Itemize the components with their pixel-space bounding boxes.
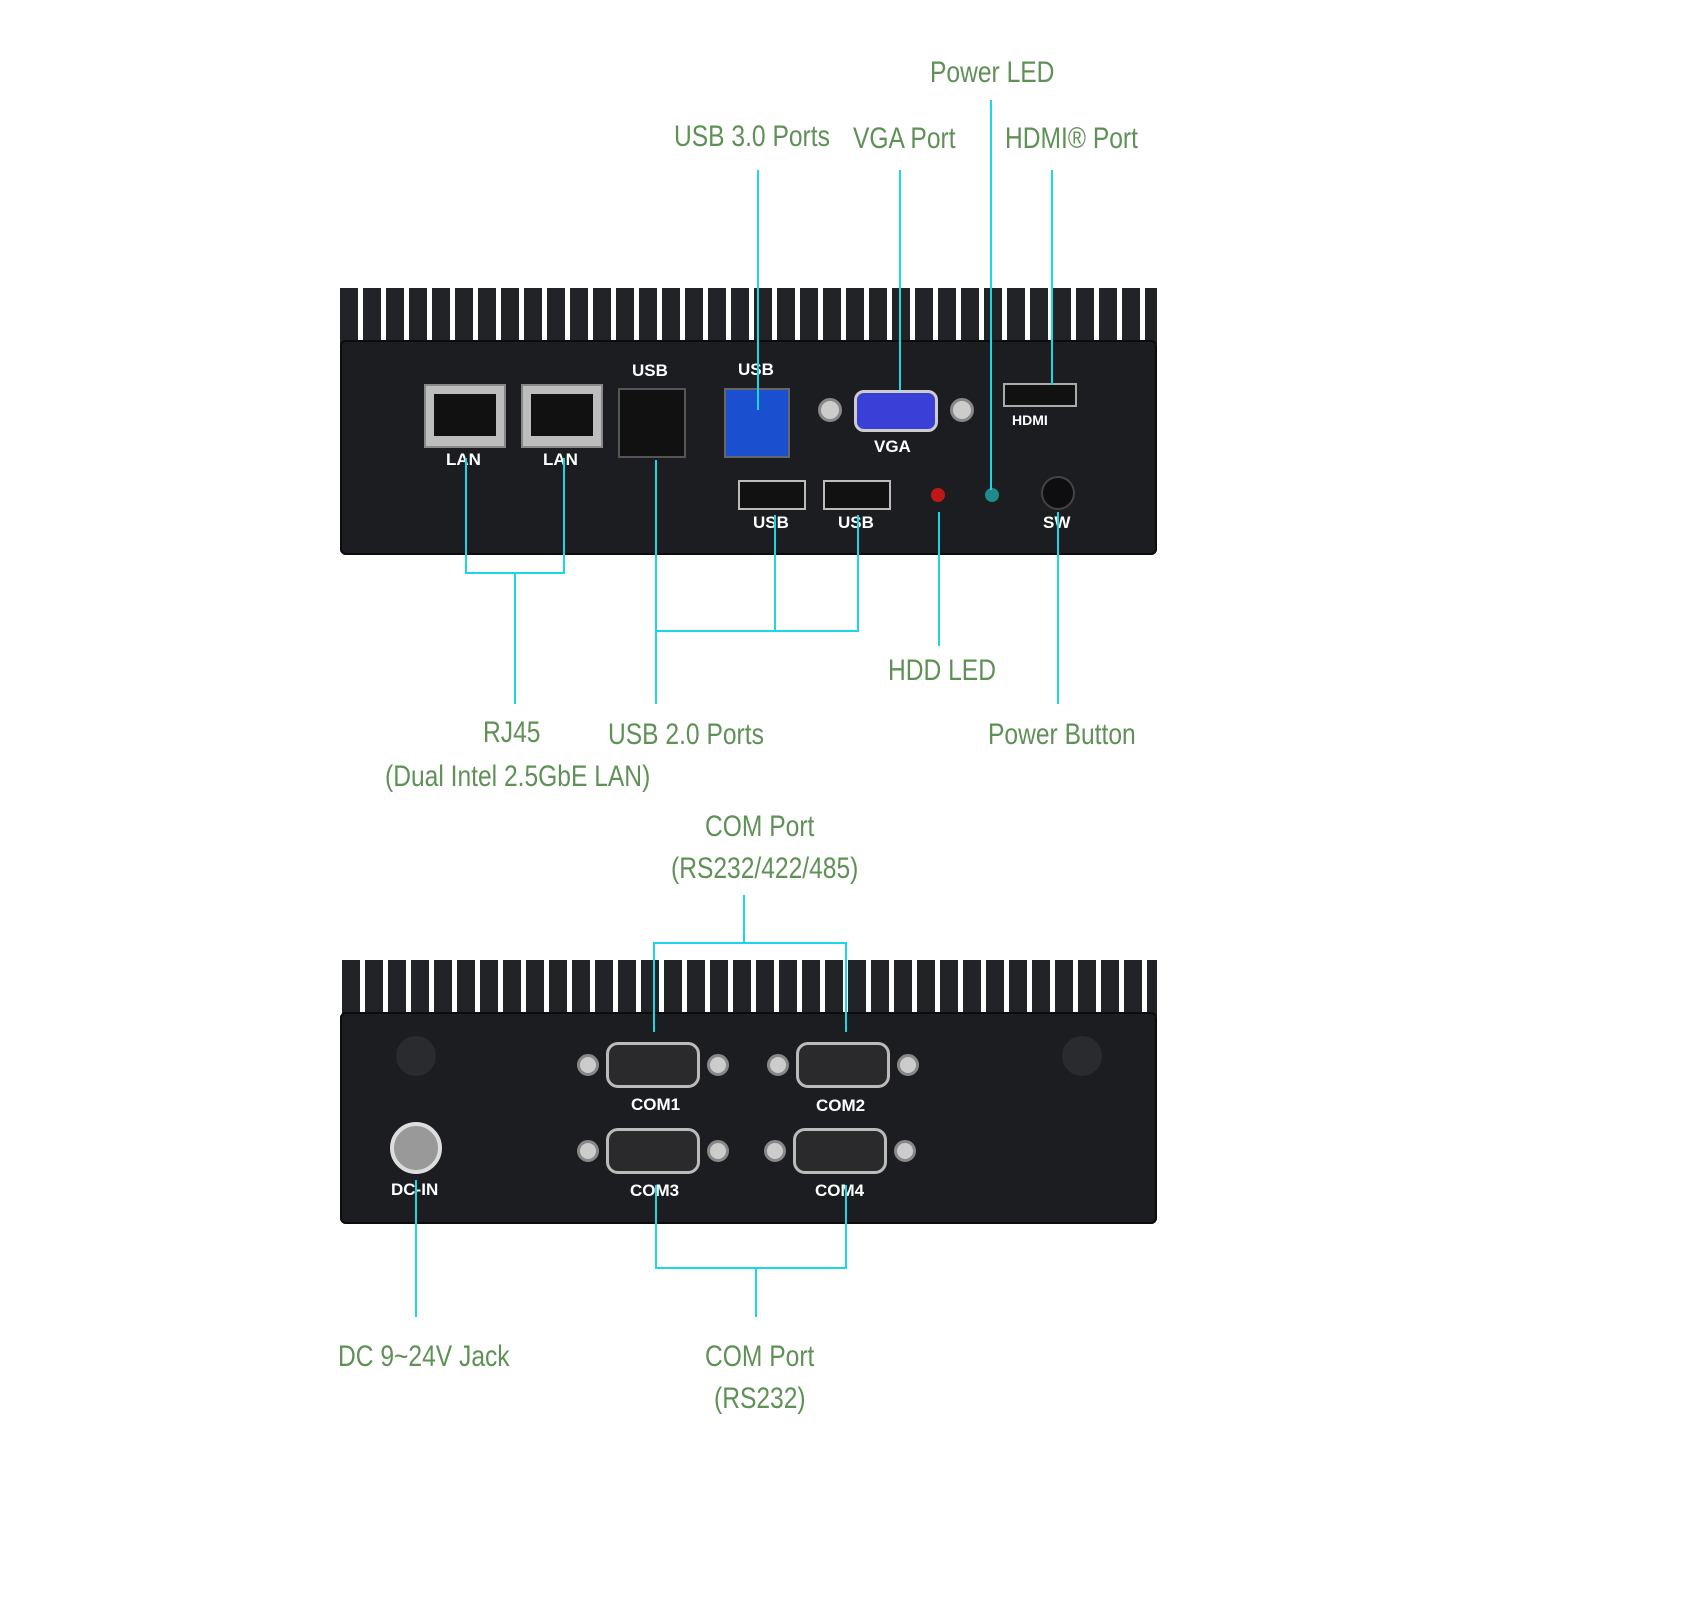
label-com-top-sub: (RS232/422/485) <box>671 852 859 885</box>
com2-port <box>796 1042 890 1088</box>
usb2-stack <box>618 388 686 458</box>
com1-screw-l <box>577 1054 599 1076</box>
label-dc: DC 9~24V Jack <box>338 1340 510 1373</box>
leader-usb20-d <box>857 515 859 632</box>
label-usb30: USB 3.0 Ports <box>674 120 830 153</box>
leader-com2 <box>845 942 847 1032</box>
com1-screw-r <box>707 1054 729 1076</box>
dc-in-label: DC-IN <box>391 1180 438 1200</box>
leader-usb20-a <box>655 460 657 704</box>
label-hdd-led: HDD LED <box>888 654 996 687</box>
com2-screw-r <box>897 1054 919 1076</box>
rear-panel <box>340 1012 1157 1224</box>
vga-label: VGA <box>874 437 911 456</box>
leader-dc <box>415 1180 417 1317</box>
com1-label: COM1 <box>631 1095 681 1114</box>
usb-c-label: USB <box>753 513 789 532</box>
leader-com-bottom-bar <box>655 1267 847 1269</box>
leader-usb20-c <box>774 515 776 632</box>
label-com-top: COM Port <box>705 810 815 843</box>
usb-port-c <box>738 480 806 510</box>
com3-label: COM3 <box>630 1181 679 1201</box>
dc-in-jack <box>390 1122 442 1174</box>
leader-usb20-bar <box>655 630 859 632</box>
leader-lan2 <box>563 458 565 574</box>
vga-port <box>854 390 938 432</box>
com4-screw-l <box>764 1140 786 1162</box>
sw-label: SW <box>1043 513 1070 533</box>
vga-screw-left <box>818 398 842 422</box>
label-usb20: USB 2.0 Ports <box>608 718 764 751</box>
vga-screw-right <box>950 398 974 422</box>
power-button[interactable] <box>1041 476 1075 510</box>
com4-port <box>793 1128 887 1174</box>
hdmi-logo: HDMI <box>1012 412 1048 428</box>
lan-port-2 <box>521 384 603 448</box>
usb-port-d <box>823 480 891 510</box>
label-com-bottom-sub: (RS232) <box>714 1382 806 1415</box>
label-power-led: Power LED <box>930 56 1055 89</box>
label-rj45: RJ45 <box>483 716 541 749</box>
leader-power-button <box>1057 512 1059 704</box>
leader-com1 <box>653 942 655 1032</box>
hdmi-port <box>1003 383 1077 407</box>
leader-com-top <box>743 895 745 943</box>
rear-foot-left <box>396 1036 436 1076</box>
label-rj45-sub: (Dual Intel 2.5GbE LAN) <box>385 760 651 793</box>
lan-port-1 <box>424 384 506 448</box>
leader-rj45 <box>514 572 516 704</box>
label-com-bottom: COM Port <box>705 1340 815 1373</box>
label-power-button: Power Button <box>988 718 1136 751</box>
label-vga: VGA Port <box>853 122 956 155</box>
leader-vga <box>899 170 901 390</box>
leader-hdd <box>938 512 940 646</box>
usb-d-label: USB <box>838 513 874 532</box>
com4-screw-r <box>894 1140 916 1162</box>
leader-hdmi <box>1051 170 1053 385</box>
com1-port <box>606 1042 700 1088</box>
rear-foot-right <box>1062 1036 1102 1076</box>
leader-com3 <box>655 1185 657 1269</box>
com2-screw-l <box>767 1054 789 1076</box>
leader-com-bottom <box>755 1267 757 1317</box>
leader-power-led <box>990 100 992 490</box>
hdd-led <box>931 488 945 502</box>
com3-screw-l <box>577 1140 599 1162</box>
lan-1-label: LAN <box>446 450 481 469</box>
usb-a-label: USB <box>632 361 668 380</box>
rear-heatsink-fins <box>342 960 1157 1016</box>
com3-screw-r <box>707 1140 729 1162</box>
leader-usb30 <box>757 170 759 410</box>
usb3-stack <box>724 388 790 458</box>
com4-label: COM4 <box>815 1181 865 1200</box>
leader-lan1 <box>465 458 467 574</box>
leader-com4 <box>845 1185 847 1269</box>
com3-port <box>606 1128 700 1174</box>
label-hdmi: HDMI® Port <box>1005 122 1138 155</box>
leader-com-top-bar <box>653 942 847 944</box>
lan-2-label: LAN <box>543 450 578 469</box>
power-led <box>985 488 999 502</box>
heatsink-fins <box>340 288 1157 344</box>
usb-b-label: USB <box>738 360 774 379</box>
com2-label: COM2 <box>816 1096 866 1115</box>
